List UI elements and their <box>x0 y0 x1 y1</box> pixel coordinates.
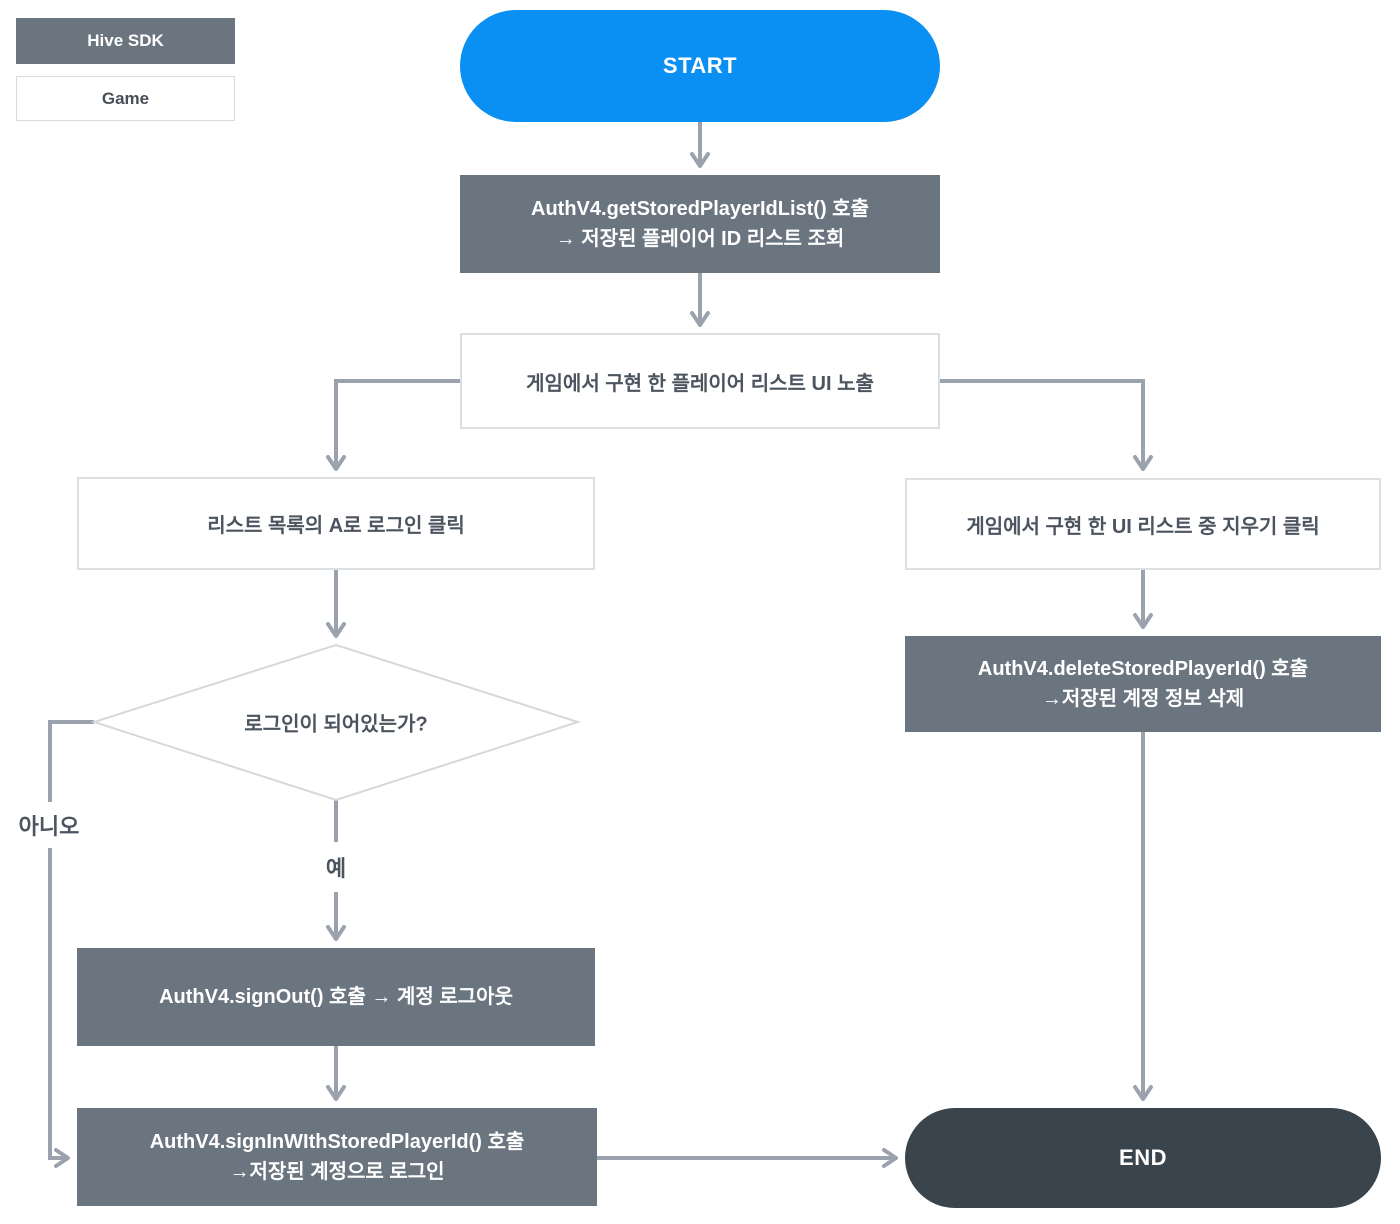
delete-stored-node: AuthV4.deleteStoredPlayerId() 호출 →저장된 계정… <box>905 636 1381 732</box>
sign-in-stored-line2: →저장된 계정으로 로그인 <box>229 1161 445 1183</box>
delete-click-label: 게임에서 구현 한 UI 리스트 중 지우기 클릭 <box>966 515 1320 538</box>
decision-diamond-shape <box>90 643 582 802</box>
edge-label-no: 아니오 <box>14 807 84 843</box>
legend-game-label: Game <box>101 88 150 108</box>
delete-stored-line1: AuthV4.deleteStoredPlayerId() 호출 <box>977 658 1309 680</box>
sign-out-node: AuthV4.signOut() 호출 → 계정 로그아웃 <box>77 948 595 1046</box>
connector-diamond-no-upper <box>48 720 94 802</box>
sign-out-label: AuthV4.signOut() 호출 → 계정 로그아웃 <box>159 986 513 1008</box>
login-click-label: 리스트 목록의 A로 로그인 클릭 <box>207 515 465 537</box>
get-stored-player-id-list-node: AuthV4.getStoredPlayerIdList() 호출 → 저장된 … <box>460 175 940 273</box>
connector-listui-to-login <box>326 379 460 471</box>
delete-click-node: 게임에서 구현 한 UI 리스트 중 지우기 클릭 <box>905 478 1381 570</box>
player-list-ui-label: 게임에서 구현 한 플레이어 리스트 UI 노출 <box>526 372 874 395</box>
login-click-node: 리스트 목록의 A로 로그인 클릭 <box>77 477 595 570</box>
get-stored-player-id-list-line1: AuthV4.getStoredPlayerIdList() 호출 <box>531 198 869 220</box>
get-stored-player-id-list-line2: → 저장된 플레이어 ID 리스트 조회 <box>555 228 845 250</box>
end-label: END <box>1119 1145 1167 1170</box>
is-logged-in-decision-label: 로그인이 되어있는가? <box>244 713 428 736</box>
start-node: START <box>460 10 940 122</box>
start-label: START <box>662 53 738 78</box>
legend-hive-sdk: Hive SDK <box>16 18 235 64</box>
legend-hive-sdk-label: Hive SDK <box>87 31 164 50</box>
edge-label-yes: 예 <box>321 849 351 885</box>
connector-no-to-signin <box>48 848 70 1168</box>
sign-in-stored-node: AuthV4.signInWIthStoredPlayerId() 호출 →저장… <box>77 1108 597 1206</box>
player-list-ui-node: 게임에서 구현 한 플레이어 리스트 UI 노출 <box>460 333 940 429</box>
delete-stored-line2: →저장된 계정 정보 삭제 <box>1041 688 1245 710</box>
end-node: END <box>905 1108 1381 1208</box>
legend-game: Game <box>16 76 235 121</box>
sign-in-stored-line1: AuthV4.signInWIthStoredPlayerId() 호출 <box>149 1131 525 1153</box>
connector-listui-to-delete <box>940 379 1153 471</box>
